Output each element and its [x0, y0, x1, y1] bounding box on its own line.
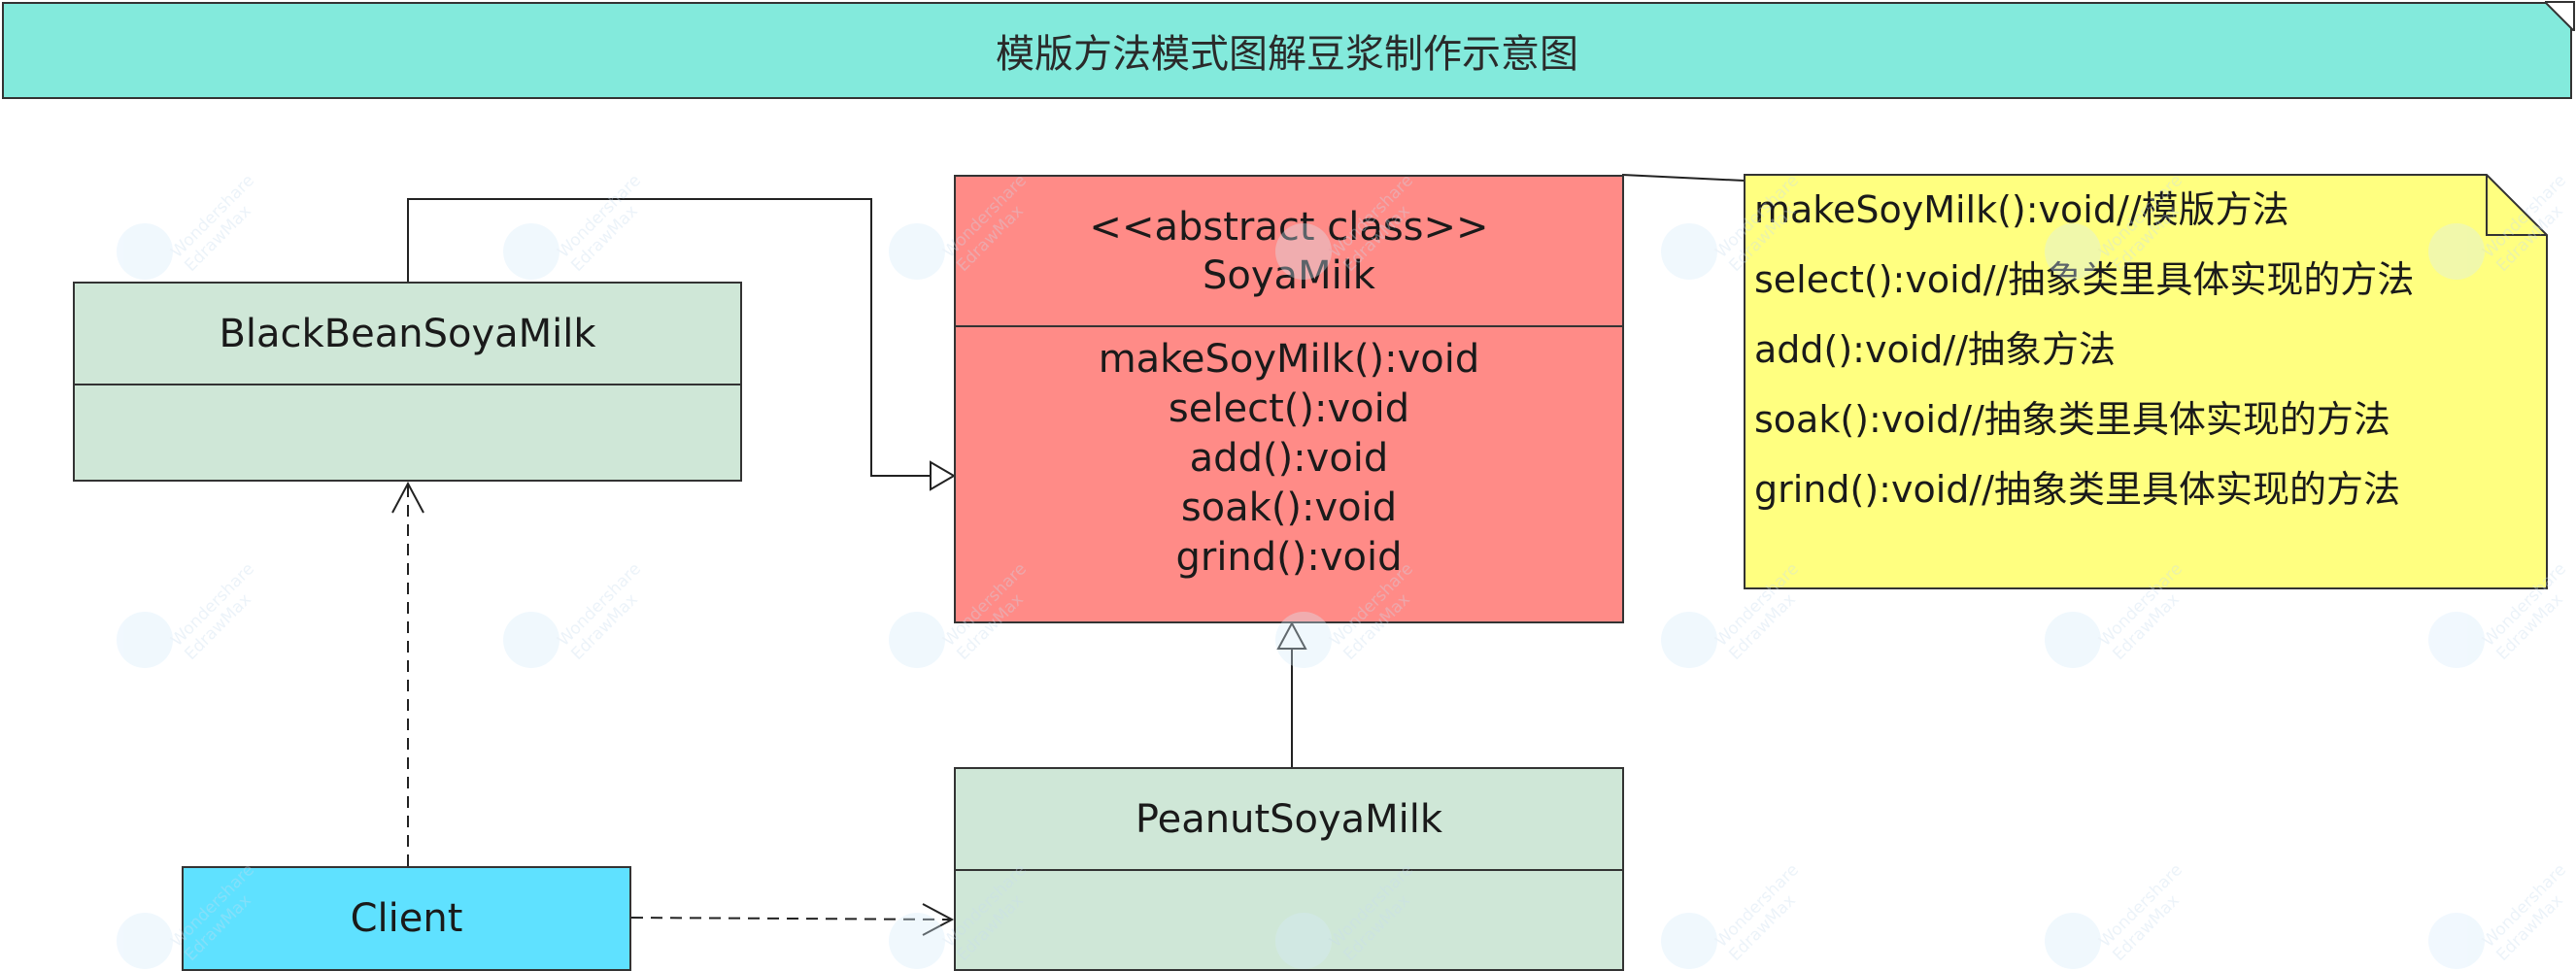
note-fold — [2486, 175, 2547, 236]
method-item: add():void — [1189, 436, 1389, 481]
class-client[interactable]: Client — [182, 866, 631, 971]
class-soyamilk-methods: makeSoyMilk():void select():void add():v… — [956, 327, 1622, 583]
class-blackbeansoyamilk[interactable]: BlackBeanSoyaMilk — [73, 282, 742, 482]
blackbean-generalization-line — [407, 198, 931, 477]
diagram-title-banner: 模版方法模式图解豆浆制作示意图 — [2, 2, 2572, 99]
class-soyamilk-name: SoyaMilk — [1203, 252, 1375, 298]
method-item: grind():void — [1175, 535, 1403, 580]
peanut-generalization-arrowhead — [1276, 620, 1307, 650]
diagram-title: 模版方法模式图解豆浆制作示意图 — [996, 32, 1578, 77]
note-line: soak():void//抽象类里具体实现的方法 — [1754, 398, 2390, 441]
client-peanut-dependency-line — [630, 917, 953, 921]
banner-fold-corner — [2545, 1, 2575, 31]
class-blackbeansoyamilk-name: BlackBeanSoyaMilk — [219, 311, 596, 356]
blackbean-generalization-arrowhead — [930, 460, 956, 491]
class-peanutsoyamilk-name: PeanutSoyaMilk — [1135, 796, 1443, 842]
note-shape — [1744, 174, 2548, 589]
class-peanutsoyamilk[interactable]: PeanutSoyaMilk — [954, 767, 1624, 971]
note-line: select():void//抽象类里具体实现的方法 — [1754, 258, 2415, 301]
class-soyamilk-stereotype: <<abstract class>> — [1089, 204, 1489, 250]
note-line: grind():void//抽象类里具体实现的方法 — [1754, 468, 2400, 511]
class-blackbeansoyamilk-header: BlackBeanSoyaMilk — [75, 284, 740, 385]
class-client-name: Client — [350, 896, 463, 941]
client-blackbean-dependency-arrowhead — [391, 481, 424, 514]
class-peanutsoyamilk-header: PeanutSoyaMilk — [956, 769, 1622, 871]
note-anchor-line — [1621, 174, 1746, 182]
method-item: soak():void — [1180, 486, 1398, 530]
method-item: select():void — [1168, 386, 1410, 431]
class-soyamilk[interactable]: <<abstract class>> SoyaMilk makeSoyMilk(… — [954, 175, 1624, 623]
method-item: makeSoyMilk():void — [1098, 337, 1480, 382]
client-peanut-dependency-arrowhead — [922, 903, 955, 936]
note-text: makeSoyMilk():void//模版方法 select():void//… — [1754, 175, 2414, 524]
class-soyamilk-header: <<abstract class>> SoyaMilk — [956, 177, 1622, 327]
note-line: add():void//抽象方法 — [1754, 328, 2117, 371]
note-line: makeSoyMilk():void//模版方法 — [1754, 188, 2289, 231]
